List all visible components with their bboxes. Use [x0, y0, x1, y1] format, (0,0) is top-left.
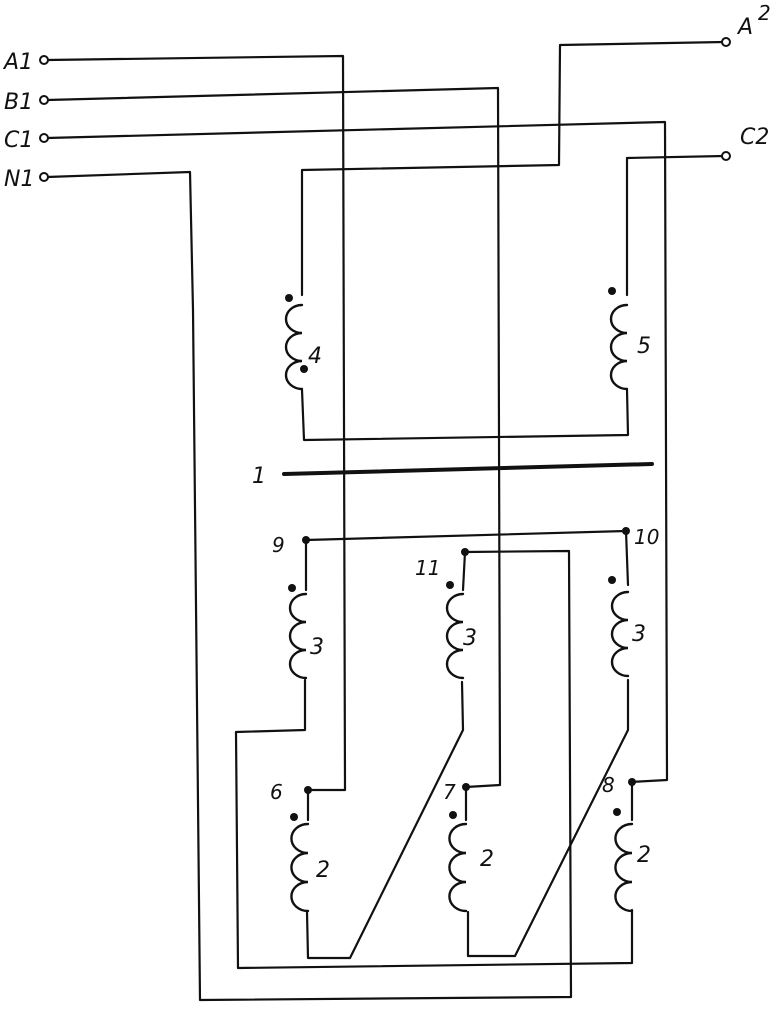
label-node-9: 9 [272, 533, 285, 557]
label-b1: B1 [4, 90, 33, 115]
label-left-2: 2 [316, 858, 330, 883]
polarity-dot-right2 [613, 808, 621, 816]
wire-10-down [624, 529, 630, 587]
label-core-1: 1 [252, 464, 266, 489]
terminal-n1 [39, 172, 49, 182]
polarity-dot-left2 [290, 813, 298, 821]
junction-node-9 [302, 536, 310, 544]
label-node-7: 7 [443, 780, 456, 804]
label-a2-letter: A [736, 15, 753, 40]
label-right-2: 2 [637, 843, 651, 868]
label-c2: C2 [740, 125, 769, 150]
core-line [282, 462, 654, 476]
wire-left3-out [234, 678, 634, 970]
coil-center-3 [445, 592, 465, 680]
label-left-3: 3 [310, 635, 324, 660]
wire-center3-diag [305, 680, 465, 960]
wire-n1 [45, 170, 573, 1002]
terminal-c1 [39, 133, 49, 143]
wire-a1 [45, 54, 347, 792]
coil-center-2 [448, 822, 468, 913]
coil-winding-4 [284, 303, 304, 391]
terminal-a2 [721, 37, 731, 47]
label-a2-digit: 2 [758, 1, 771, 25]
label-node-10: 10 [634, 525, 659, 549]
label-node-6: 6 [270, 780, 283, 804]
wire-w4-bottom [300, 388, 630, 442]
terminal-b1 [39, 95, 49, 105]
junction-node-11 [461, 548, 469, 556]
label-node-11: 11 [415, 556, 440, 580]
polarity-dot-4b [300, 365, 308, 373]
wire-bus-9-10 [304, 529, 628, 542]
label-center-2: 2 [480, 847, 494, 872]
wire-c1 [45, 120, 669, 784]
wire-c2 [625, 154, 726, 297]
label-c1: C1 [4, 128, 33, 153]
polarity-dot-right3 [608, 576, 616, 584]
coil-right-2 [614, 822, 634, 913]
polarity-dot-4 [285, 294, 293, 302]
junction-node-6 [304, 786, 312, 794]
wire-right3-diag [466, 678, 630, 958]
label-winding-4: 4 [308, 344, 322, 369]
junction-node-10 [622, 527, 630, 535]
label-center-3: 3 [463, 626, 477, 651]
label-winding-5: 5 [637, 334, 651, 359]
terminal-c2 [721, 151, 731, 161]
junction-node-7 [462, 783, 470, 791]
wire-11-down [461, 550, 467, 592]
polarity-dot-center2 [449, 811, 457, 819]
label-right-3: 3 [632, 622, 646, 647]
polarity-dot-center3 [446, 581, 454, 589]
junction-node-8 [628, 778, 636, 786]
coil-winding-5 [609, 303, 629, 391]
wire-a2 [300, 40, 726, 297]
polarity-dot-5 [608, 287, 616, 295]
coil-right-3 [610, 590, 630, 678]
coil-left-2 [290, 822, 310, 913]
polarity-dot-left3 [288, 584, 296, 592]
label-a1: A1 [2, 50, 33, 75]
terminal-a1 [39, 55, 49, 65]
label-n1: N1 [4, 167, 34, 192]
label-node-8: 8 [602, 773, 615, 797]
coil-left-3 [288, 592, 308, 680]
